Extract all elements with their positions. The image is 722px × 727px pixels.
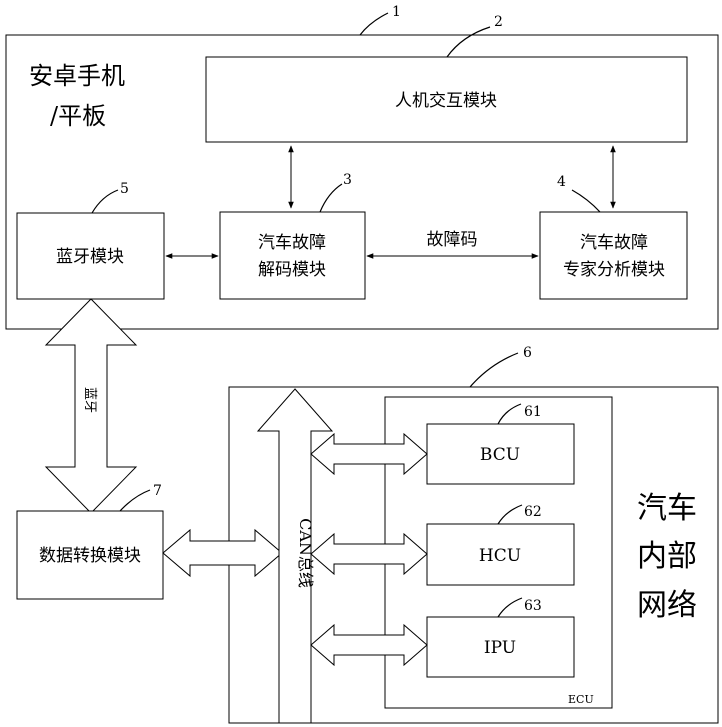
bluetooth-module-label: 蓝牙模块 [56, 247, 124, 267]
leader-63 [498, 598, 522, 617]
leader-7 [120, 490, 150, 511]
decoder-module-label-line1: 汽车故障 [258, 233, 326, 253]
callout-61: 61 [524, 404, 542, 420]
bluetooth-link-label: 蓝牙 [82, 387, 97, 413]
hmi-module-label: 人机交互模块 [395, 91, 497, 111]
ecu-label: ECU [568, 693, 594, 706]
callout-3: 3 [343, 172, 352, 188]
decoder-module-label-line2: 解码模块 [258, 260, 326, 280]
leader-6 [470, 353, 518, 387]
device-label-line1: 安卓手机 [29, 62, 125, 90]
callout-5: 5 [120, 181, 129, 197]
can-ipu-arrow [311, 625, 427, 665]
leader-1 [360, 13, 388, 35]
network-label-line3: 网络 [637, 588, 697, 623]
expert-module-label-line2: 专家分析模块 [563, 260, 665, 280]
bcu-label: BCU [480, 445, 520, 465]
expert-module-label-line1: 汽车故障 [580, 233, 648, 253]
can-bcu-arrow [311, 434, 427, 474]
expert-module-box [540, 212, 687, 299]
converter-module-label: 数据转换模块 [39, 546, 141, 566]
leader-2 [447, 27, 490, 57]
callout-63: 63 [524, 598, 542, 614]
callout-1: 1 [392, 4, 401, 20]
leader-3 [320, 184, 342, 212]
converter-can-arrow [163, 530, 282, 576]
callout-2: 2 [494, 14, 503, 30]
hcu-label: HCU [479, 546, 521, 566]
leader-5 [92, 190, 118, 213]
leader-61 [498, 404, 521, 424]
device-label-line2: /平板 [50, 102, 106, 130]
can-hcu-arrow [311, 534, 427, 574]
ipu-label: IPU [484, 638, 516, 658]
callout-6: 6 [523, 345, 532, 361]
leader-62 [498, 505, 522, 524]
network-label-line2: 内部 [637, 539, 697, 574]
network-label-line1: 汽车 [637, 491, 697, 526]
fault-code-label: 故障码 [427, 230, 478, 250]
leader-4 [572, 190, 600, 212]
callout-4: 4 [557, 174, 566, 190]
callout-62: 62 [524, 504, 542, 520]
callout-7: 7 [153, 483, 162, 499]
decoder-module-box [220, 212, 365, 299]
